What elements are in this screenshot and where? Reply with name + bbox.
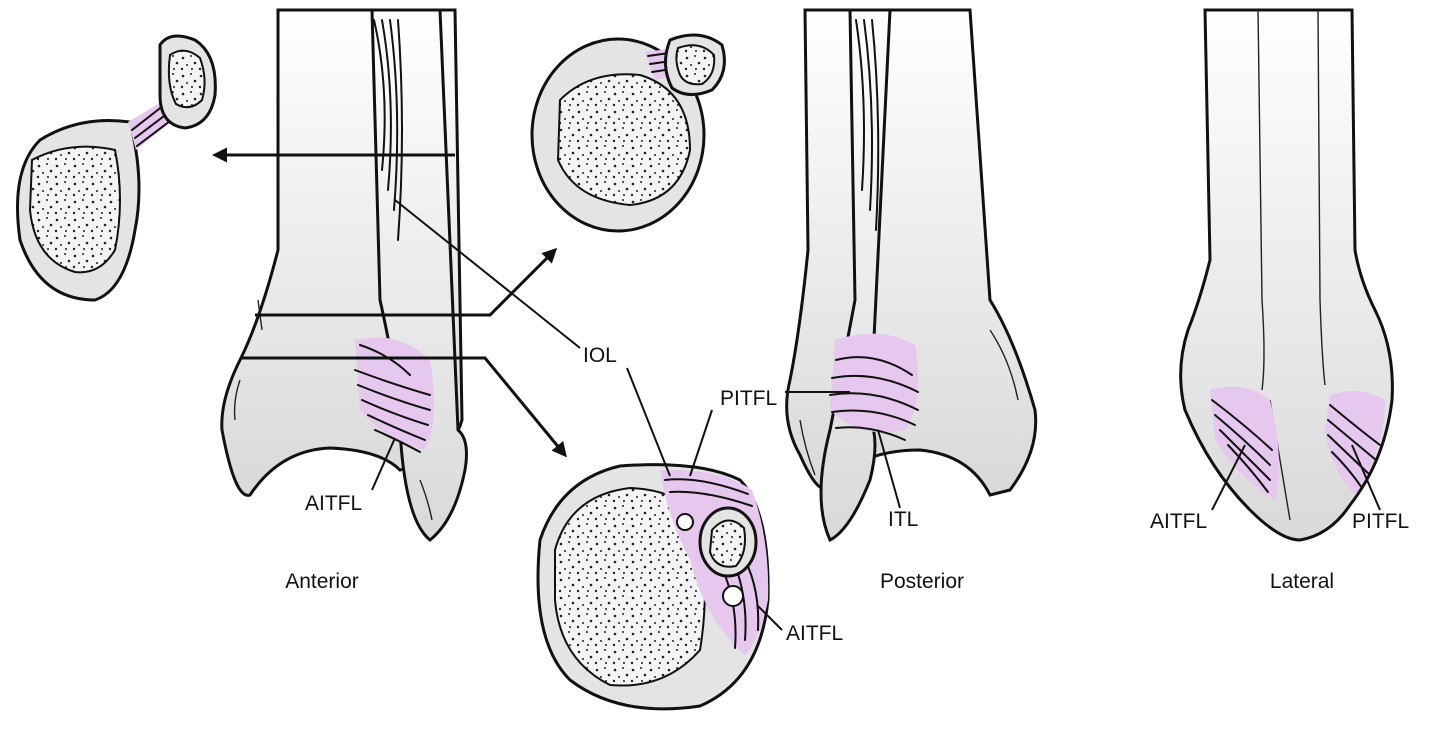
label-iol: IOL bbox=[583, 344, 617, 367]
labels: IOL PITFL AITFL AITFL ITL AITFL PITFL bbox=[305, 344, 1409, 645]
label-aitfl-anterior: AITFL bbox=[305, 492, 362, 515]
posterior-view: Posterior bbox=[785, 8, 1038, 593]
label-aitfl-lateral: AITFL bbox=[1150, 510, 1207, 533]
label-pitfl-lateral: PITFL bbox=[1352, 510, 1409, 533]
label-pitfl-center: PITFL bbox=[720, 387, 777, 410]
cross-section-proximal bbox=[16, 34, 217, 302]
cross-section-middle bbox=[530, 33, 726, 233]
caption-anterior: Anterior bbox=[285, 570, 359, 593]
leader-lines bbox=[371, 199, 1381, 631]
caption-posterior: Posterior bbox=[880, 570, 964, 593]
caption-lateral: Lateral bbox=[1270, 570, 1334, 593]
lateral-view: Lateral bbox=[1179, 8, 1394, 593]
anterior-view: Anterior bbox=[212, 8, 567, 593]
label-aitfl-cross-section: AITFL bbox=[786, 622, 843, 645]
label-itl: ITL bbox=[888, 508, 918, 531]
cross-section-distal bbox=[536, 463, 770, 711]
